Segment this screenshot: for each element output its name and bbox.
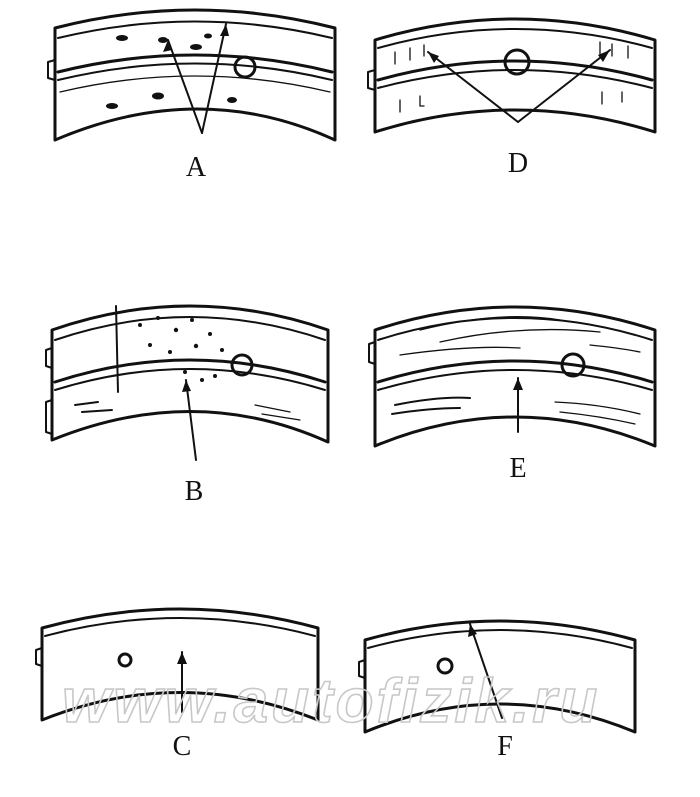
label-d: D <box>508 148 528 179</box>
watermark-text: www.autofizik.ru <box>62 667 600 736</box>
damage-spot-c <box>117 652 133 668</box>
bearing-shell-e: E <box>368 305 657 484</box>
bearing-shell-a: A <box>47 8 337 183</box>
bearing-shell-c: C <box>35 607 320 762</box>
label-b: B <box>185 476 204 507</box>
wear-streaks-e <box>391 316 641 425</box>
pitting-spots-a <box>106 33 237 109</box>
label-e: E <box>509 453 526 484</box>
label-a: A <box>186 152 207 183</box>
pointer-arrows-b <box>115 305 197 461</box>
label-c: C <box>173 731 192 762</box>
bearing-shell-f: F <box>358 619 637 762</box>
pointer-arrows-d <box>427 49 611 123</box>
bearing-shell-d: D <box>367 17 657 179</box>
bearing-shell-b: B <box>45 304 330 507</box>
fatigue-cracks-d <box>394 41 629 113</box>
pointer-arrows-a <box>163 23 229 134</box>
pointer-arrow-e <box>513 377 523 433</box>
pointer-arrow-c <box>177 651 187 713</box>
pointer-arrow-f <box>468 623 503 719</box>
dirt-particles-b <box>74 316 301 421</box>
damage-spot-f <box>436 657 454 675</box>
label-f: F <box>497 731 513 762</box>
